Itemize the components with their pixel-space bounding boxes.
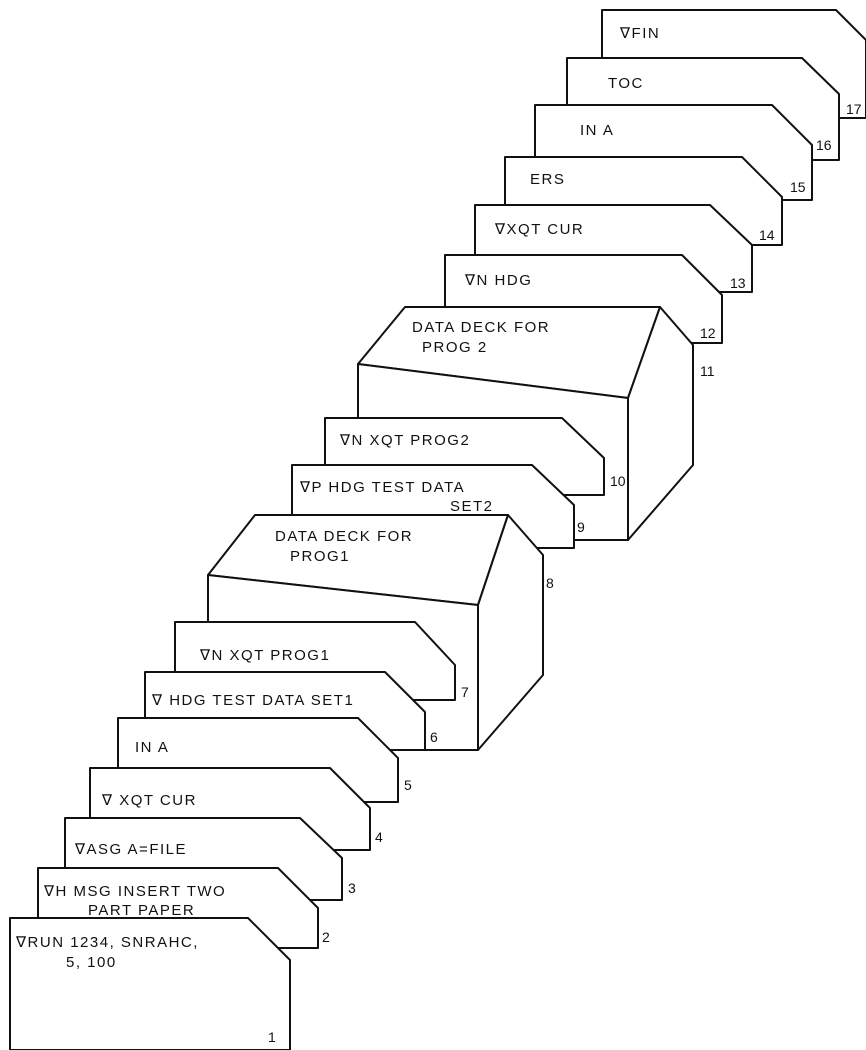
card-15-number: 15 (790, 179, 806, 195)
card-11-number: 11 (700, 363, 715, 379)
card-16-number: 16 (816, 137, 832, 153)
card-13-line-1: ∇XQT CUR (494, 221, 584, 238)
card-1-line-2: 5, 100 (66, 954, 117, 971)
card-8-line-1: DATA DECK FOR (275, 528, 413, 545)
card-6-number: 6 (430, 729, 438, 745)
card-9-line-2: SET2 (450, 498, 494, 515)
card-10-number: 10 (610, 473, 626, 489)
card-5-number: 5 (404, 777, 412, 793)
card-12-number: 12 (700, 325, 716, 341)
card-2-line-2: PART PAPER (88, 902, 195, 919)
card-1-number: 1 (268, 1029, 276, 1045)
card-16-line-1: TOC (608, 75, 644, 92)
card-7-number: 7 (461, 684, 469, 700)
card-15-line-1: IN A (580, 122, 614, 139)
card-9-number: 9 (577, 519, 585, 535)
card-4-line-1: ∇ XQT CUR (101, 792, 197, 809)
card-14-number: 14 (759, 227, 775, 243)
card-11-line-1: DATA DECK FOR (412, 319, 550, 336)
card-3-number: 3 (348, 880, 356, 896)
card-17-line-1: ∇FIN (619, 25, 660, 42)
card-3-line-1: ∇ASG A=FILE (74, 841, 187, 858)
card-5-line-1: IN A (135, 739, 169, 756)
card-2-number: 2 (322, 929, 330, 945)
card-4-number: 4 (375, 829, 383, 845)
card-9-line-1: ∇P HDG TEST DATA (299, 479, 465, 496)
card-2-line-1: ∇H MSG INSERT TWO (43, 883, 226, 900)
card-12-line-1: ∇N HDG (464, 272, 532, 289)
card-10-line-1: ∇N XQT PROG2 (339, 432, 470, 449)
card-1: ∇RUN 1234, SNRAHC, 5, 100 1 (9, 917, 291, 1050)
card-17-number: 17 (846, 101, 862, 117)
card-8-line-2: PROG1 (290, 548, 350, 565)
card-1-line-1: ∇RUN 1234, SNRAHC, (15, 934, 199, 951)
card-8-number: 8 (546, 575, 554, 591)
card-1-outline (9, 917, 291, 1050)
card-6-line-1: ∇ HDG TEST DATA SET1 (151, 692, 354, 709)
card-7-line-1: ∇N XQT PROG1 (199, 647, 330, 664)
card-13-number: 13 (730, 275, 746, 291)
card-11-line-2: PROG 2 (422, 339, 488, 356)
card-14-line-1: ERS (530, 171, 565, 188)
